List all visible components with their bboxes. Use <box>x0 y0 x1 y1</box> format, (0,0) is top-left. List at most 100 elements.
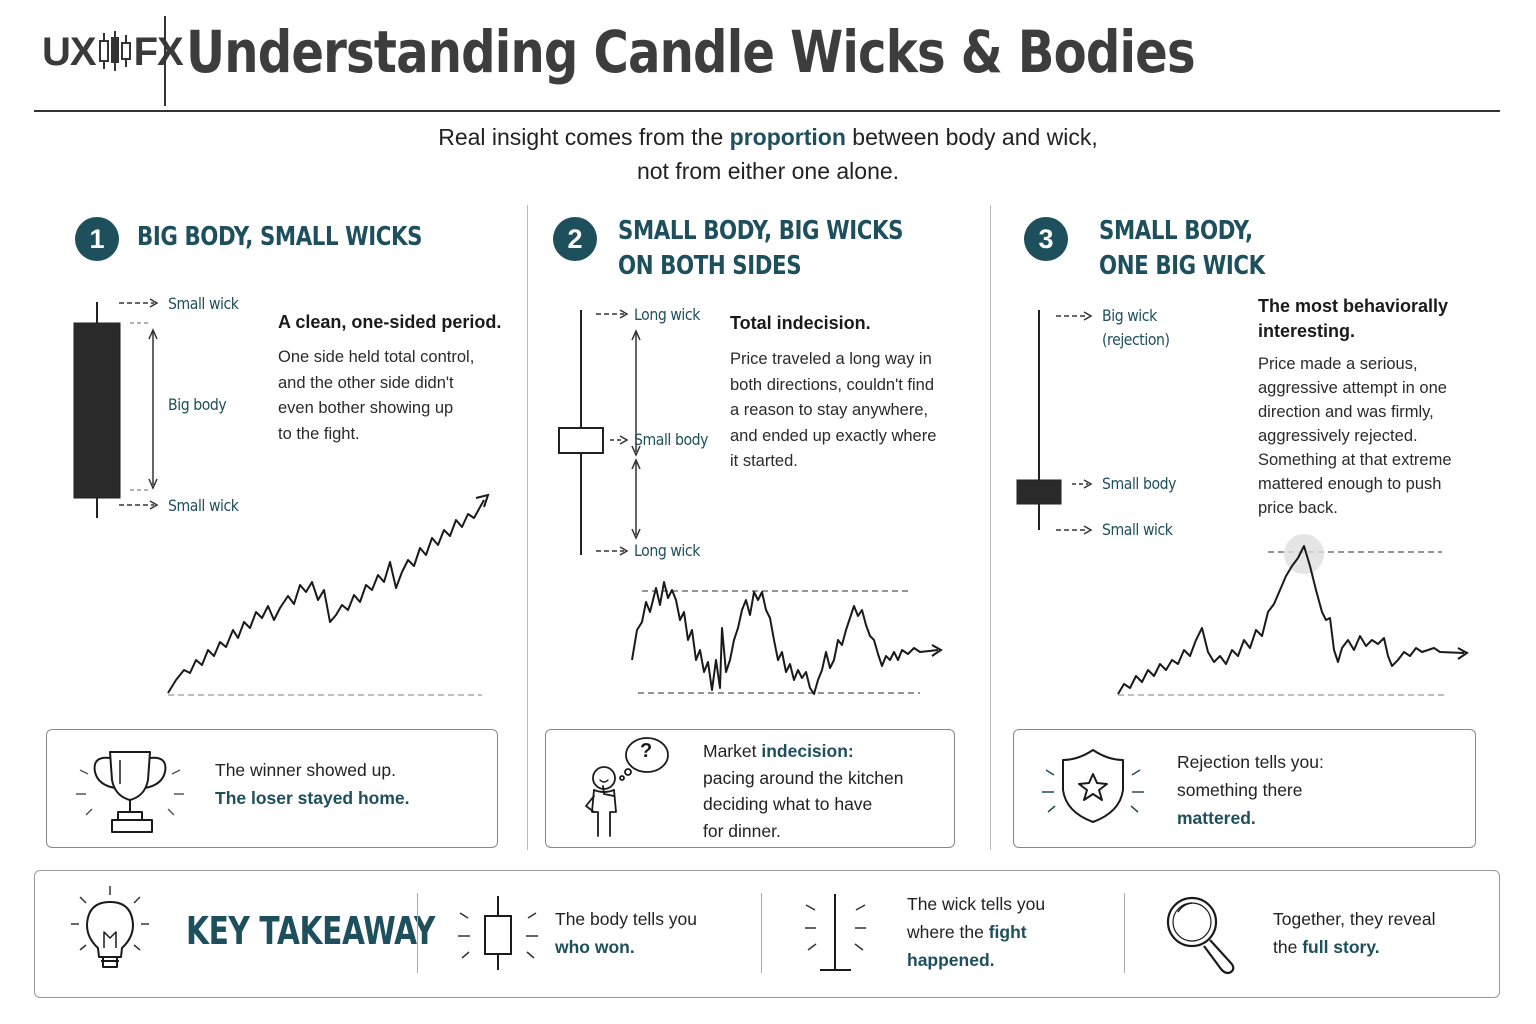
takeaway-item-3: Together, they reveal the full story. <box>1273 905 1435 961</box>
section-1-box-text: The winner showed up. The loser stayed h… <box>215 756 410 812</box>
section-1-body-line: to the fight. <box>278 424 360 443</box>
box-line-highlight: The loser stayed home. <box>215 788 410 808</box>
section-1-lead: A clean, one-sided period. <box>278 312 502 332</box>
section-1-callout-box <box>46 729 498 848</box>
box-line: deciding what to have <box>703 794 873 814</box>
section-3-body-line: price back. <box>1258 499 1338 517</box>
takeaway-highlight: who won. <box>555 937 635 957</box>
box-line-highlight: indecision: <box>761 741 854 761</box>
section-3-title-line: SMALL BODY, <box>1099 216 1253 246</box>
section-3-number: 3 <box>1024 217 1068 261</box>
logo-divider <box>164 16 166 106</box>
label-big-wick: Big wick <box>1102 306 1157 325</box>
label-small-body: Small body <box>1102 474 1177 493</box>
section-3-title-line: ONE BIG WICK <box>1099 251 1265 281</box>
takeaway-highlight: fight <box>988 922 1027 942</box>
section-2-body-line: Price traveled a long way in <box>730 350 932 368</box>
takeaway-line: The wick tells you <box>907 894 1046 914</box>
section-3-callout-box <box>1013 729 1476 848</box>
takeaway-line: Together, they reveal <box>1273 909 1436 929</box>
header-rule <box>34 110 1500 112</box>
section-3-body: Price made a serious, aggressive attempt… <box>1258 352 1452 520</box>
section-2-number: 2 <box>553 217 597 261</box>
label-small-body: Small body <box>634 430 709 449</box>
key-takeaway-panel <box>34 870 1500 998</box>
logo: UX FX <box>42 30 184 75</box>
section-1-body-line: even bother showing up <box>278 399 454 417</box>
takeaway-divider <box>761 893 762 973</box>
label-top-small-wick: Small wick <box>168 294 239 313</box>
box-line: pacing around the kitchen <box>703 767 904 788</box>
box-line-highlight: mattered. <box>1177 808 1256 828</box>
section-1-body: One side held total control, and the oth… <box>278 345 474 447</box>
column-divider <box>990 205 991 850</box>
logo-right-text: FX <box>133 30 184 74</box>
section-3-body-line: Price made a serious, <box>1258 355 1418 373</box>
section-2-body-line: both directions, couldn't find <box>730 375 935 394</box>
section-3-body-line: direction and was firmly, <box>1258 403 1434 421</box>
section-1-number: 1 <box>75 217 119 261</box>
box-line: Market <box>703 741 762 761</box>
section-1-title: BIG BODY, SMALL WICKS <box>137 222 423 252</box>
candlestick-logo-icon <box>96 31 134 71</box>
takeaway-item-1: The body tells you who won. <box>555 905 697 961</box>
logo-left-text: UX <box>42 30 97 74</box>
subtitle: Real insight comes from the proportion b… <box>0 120 1536 188</box>
box-line: something there <box>1177 780 1303 800</box>
column-divider <box>527 205 528 850</box>
subtitle-pre: Real insight comes from the <box>438 124 730 150</box>
section-3-box-text: Rejection tells you: something there mat… <box>1177 748 1324 832</box>
takeaway-highlight: happened. <box>907 950 995 970</box>
section-2-title: SMALL BODY, BIG WICKS ON BOTH SIDES <box>618 214 904 284</box>
section-3-body-line: mattered enough to push <box>1258 475 1442 493</box>
key-takeaway-title: KEY TAKEAWAY <box>186 909 435 953</box>
section-2-body: Price traveled a long way in both direct… <box>730 347 936 475</box>
section-2-body-line: a reason to stay anywhere, <box>730 401 929 419</box>
label-big-body: Big body <box>168 395 227 414</box>
section-3-lead: The most behaviorally interesting. <box>1258 294 1448 344</box>
box-line: for dinner. <box>703 820 781 841</box>
section-1-body-line: and the other side didn't <box>278 373 454 392</box>
label-small-wick: Small wick <box>1102 520 1173 539</box>
subtitle-highlight: proportion <box>729 124 846 150</box>
takeaway-highlight: full story. <box>1302 937 1380 957</box>
takeaway-line: the <box>1273 937 1303 957</box>
section-2-box-text: Market indecision: pacing around the kit… <box>703 738 903 844</box>
section-3-body-line: Something at that extreme <box>1258 451 1452 469</box>
takeaway-line: The body tells you <box>555 909 698 929</box>
question-mark-icon: ? <box>640 740 653 762</box>
section-1-body-line: One side held total control, <box>278 348 475 366</box>
section-2-body-line: and ended up exactly where <box>730 426 937 445</box>
takeaway-line: where the <box>907 922 989 942</box>
page-title: Understanding Candle Wicks & Bodies <box>186 18 1196 86</box>
section-3-body-line: aggressively rejected. <box>1258 427 1418 445</box>
section-2-body-line: it started. <box>730 452 798 470</box>
label-bottom-small-wick: Small wick <box>168 496 239 515</box>
box-line: Rejection tells you: <box>1177 752 1324 772</box>
takeaway-item-2: The wick tells you where the fight happe… <box>907 890 1045 974</box>
subtitle-line2: not from either one alone. <box>636 158 900 184</box>
label-top-long-wick: Long wick <box>634 305 700 324</box>
section-3-title: SMALL BODY, ONE BIG WICK <box>1099 214 1265 284</box>
section-2-callout-box <box>545 729 955 848</box>
label-rejection: (rejection) <box>1102 330 1170 349</box>
box-line: The winner showed up. <box>215 760 396 780</box>
section-3-lead-line: interesting. <box>1258 321 1356 341</box>
section-2-title-line: ON BOTH SIDES <box>618 251 802 281</box>
takeaway-divider <box>417 893 418 973</box>
takeaway-divider <box>1124 893 1125 973</box>
section-3-lead-line: The most behaviorally <box>1258 296 1449 316</box>
